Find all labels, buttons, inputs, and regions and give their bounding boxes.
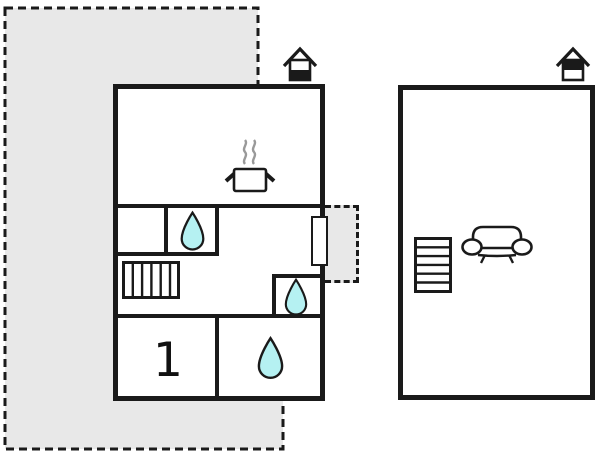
stove-pot-icon bbox=[224, 139, 276, 193]
water-drop-icon bbox=[180, 210, 205, 251]
water-drop-icon bbox=[257, 336, 284, 379]
interior-wall bbox=[116, 204, 322, 208]
interior-wall bbox=[116, 252, 219, 256]
interior-wall bbox=[215, 314, 219, 398]
interior-wall bbox=[215, 204, 219, 256]
upper-floor-indicator-icon bbox=[555, 46, 591, 82]
interior-wall bbox=[116, 314, 322, 318]
interior-wall bbox=[272, 274, 276, 318]
ground-floor-indicator-icon bbox=[282, 46, 318, 82]
balcony-area bbox=[325, 205, 359, 283]
interior-wall bbox=[272, 274, 323, 278]
water-drop-icon bbox=[284, 278, 308, 316]
stairs-icon bbox=[122, 261, 180, 299]
stairs-icon bbox=[414, 237, 452, 293]
room-number-label: 1 bbox=[153, 333, 183, 388]
door-icon bbox=[311, 216, 328, 266]
interior-wall bbox=[164, 204, 168, 256]
sofa-icon bbox=[461, 225, 533, 264]
ground-floor-building bbox=[113, 84, 325, 401]
